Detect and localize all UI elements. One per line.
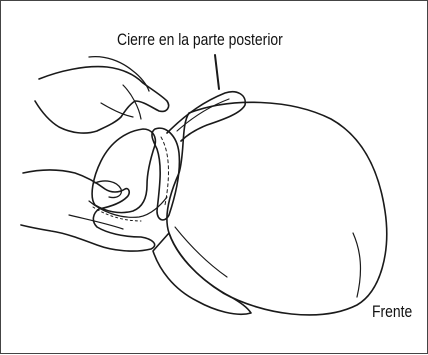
label-front: Frente <box>372 303 412 320</box>
strap-end-stitch <box>161 137 168 205</box>
left-hand-finger-1 <box>89 57 149 91</box>
mitt-body <box>167 102 387 315</box>
closure-strap <box>167 92 245 141</box>
left-hand <box>35 67 169 133</box>
mitt-cuff <box>153 233 251 314</box>
right-hand-thumb <box>95 181 121 198</box>
mitt-front-seam <box>353 233 360 297</box>
left-hand-finger-2 <box>101 103 133 117</box>
label-closure-back: Cierre en la parte posterior <box>117 31 283 48</box>
mitt-opening-edge <box>89 197 167 217</box>
leader-line-closure <box>215 55 219 89</box>
mitt-cuff-seam <box>175 227 227 277</box>
